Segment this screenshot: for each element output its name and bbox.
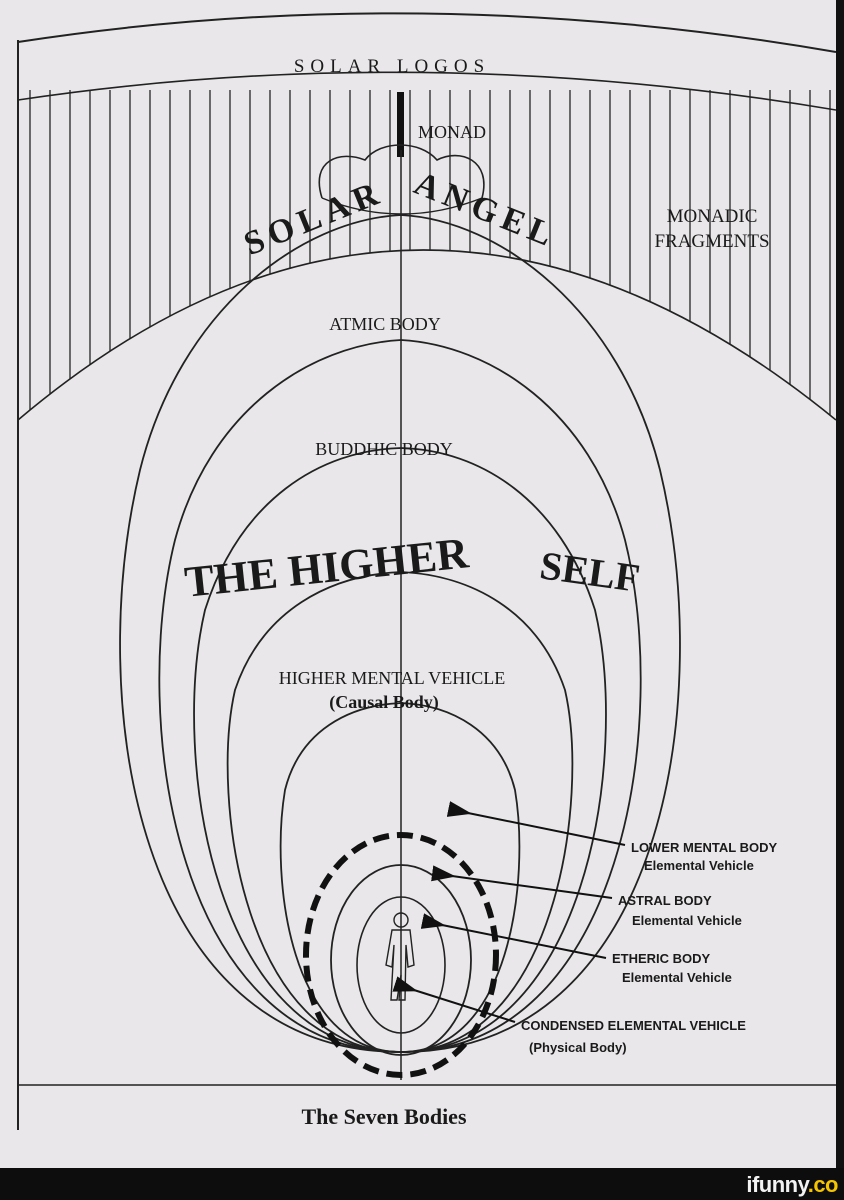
monad-label: MONAD (418, 122, 486, 142)
causal-body-outline (226, 571, 574, 1053)
bottom-band (0, 1168, 844, 1200)
lower-mental-body-arrow (446, 801, 626, 846)
lower-mental-body-sub: Elemental Vehicle (644, 858, 754, 873)
astral-body-title: ASTRAL BODY (618, 893, 712, 908)
higher-self-left-label: THE HIGHER (182, 528, 472, 607)
dome-bottom-arc (17, 249, 836, 421)
astral-body-arrow (431, 865, 613, 899)
higher-self-outline (193, 447, 607, 1053)
solar-angel-angel-label: ANGEL (409, 165, 563, 256)
condensed-elemental-vehicle-title: CONDENSED ELEMENTAL VEHICLE (521, 1018, 746, 1033)
dome-lower-boundary (18, 250, 836, 420)
solar-angel-base-arc (321, 197, 483, 215)
higher-mental-vehicle-label: HIGHER MENTAL VEHICLE (279, 668, 506, 688)
etheric-body-oval (356, 896, 446, 1034)
causal-body-label: (Causal Body) (329, 692, 439, 713)
inner-body-outline (279, 702, 521, 1053)
etheric-body-arrow (420, 913, 607, 959)
atmic-body-label: ATMIC BODY (329, 314, 441, 334)
solar-logos-inner-arc (17, 71, 836, 111)
physical-body-arrow (392, 976, 516, 1023)
ifunny-watermark: ifunny.co (746, 1172, 838, 1198)
physical-body-figure (385, 912, 415, 1001)
buddhic-body-outline (158, 339, 642, 1053)
buddhic-body-label: BUDDHIC BODY (315, 439, 453, 459)
atmic-body-outline (119, 214, 681, 1053)
solar-angel-solar-label: SOLAR (239, 174, 389, 263)
astral-body-oval (330, 864, 472, 1056)
solar-logos-label: SOLAR LOGOS (294, 56, 490, 77)
monadic-fragments-label-line1: MONADIC (667, 206, 758, 227)
diagram-caption: The Seven Bodies (301, 1104, 466, 1129)
watermark-suffix: .co (807, 1172, 839, 1197)
solar-logos-outer-arc (17, 12, 836, 53)
monadic-fragments-label-line2: FRAGMENTS (654, 231, 769, 252)
astral-body-sub: Elemental Vehicle (632, 913, 742, 928)
lower-mental-body-title: LOWER MENTAL BODY (631, 840, 777, 855)
watermark-text: ifunny (746, 1172, 808, 1197)
lower-mental-body-ring (303, 832, 499, 1078)
solar-angel-lotus (318, 144, 485, 199)
monad-axis-thick (397, 92, 404, 157)
etheric-body-sub: Elemental Vehicle (622, 970, 732, 985)
monadic-fragments-region (18, 90, 836, 420)
physical-body-sub: (Physical Body) (529, 1040, 627, 1055)
etheric-body-title: ETHERIC BODY (612, 951, 711, 966)
